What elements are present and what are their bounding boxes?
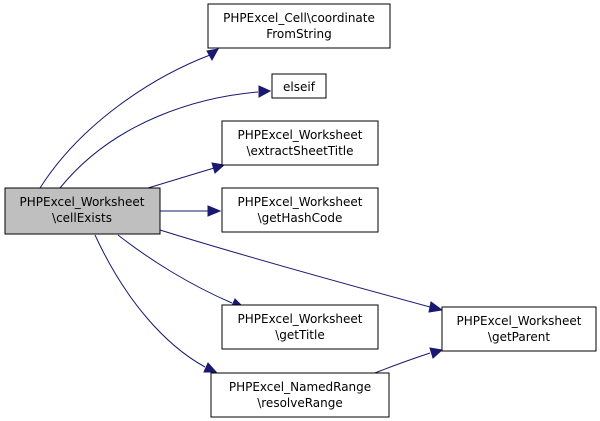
node-getparent[interactable]: PHPExcel_Worksheet \getParent	[441, 306, 597, 352]
node-coordinatefromstring-line1: PHPExcel_Cell\coordinate	[223, 11, 375, 25]
edge-cellexists-to-resolverange	[94, 234, 218, 373]
edge-cellexists-to-coordinatefromstring	[39, 48, 219, 189]
node-gethashcode-line2: \getHashCode	[258, 211, 343, 225]
node-gethashcode[interactable]: PHPExcel_Worksheet \getHashCode	[221, 187, 379, 233]
node-coordinatefromstring-line2: FromString	[266, 27, 332, 41]
node-gettitle-line2: \getTitle	[275, 328, 324, 342]
node-gettitle[interactable]: PHPExcel_Worksheet \getTitle	[221, 304, 379, 350]
node-resolverange-line1: PHPExcel_NamedRange	[229, 380, 371, 394]
edge-cellexists-to-gettitle	[117, 234, 246, 309]
edge-cellexists-to-gethashcode	[160, 205, 222, 217]
node-getparent-line1: PHPExcel_Worksheet	[457, 314, 582, 328]
node-cellexists-line2: \cellExists	[52, 211, 112, 225]
node-extractsheettitle[interactable]: PHPExcel_Worksheet \extractSheetTitle	[221, 120, 379, 166]
edge-resolverange-to-getparent	[369, 347, 444, 376]
node-cellexists[interactable]: PHPExcel_Worksheet \cellExists	[4, 187, 161, 235]
edge-cellexists-to-getparent	[159, 229, 444, 313]
node-extractsheettitle-line1: PHPExcel_Worksheet	[238, 128, 363, 142]
node-elseif[interactable]: elseif	[271, 73, 327, 99]
node-resolverange-line2: \resolveRange	[257, 396, 343, 410]
node-gettitle-line1: PHPExcel_Worksheet	[238, 312, 363, 326]
node-extractsheettitle-line2: \extractSheetTitle	[246, 144, 353, 158]
node-resolverange[interactable]: PHPExcel_NamedRange \resolveRange	[210, 372, 390, 418]
node-cellexists-line1: PHPExcel_Worksheet	[20, 195, 145, 209]
node-getparent-line2: \getParent	[488, 330, 550, 344]
node-elseif-line1: elseif	[283, 80, 316, 94]
node-coordinatefromstring[interactable]: PHPExcel_Cell\coordinate FromString	[207, 3, 391, 49]
edge-cellexists-to-elseif	[59, 85, 272, 189]
node-gethashcode-line1: PHPExcel_Worksheet	[238, 195, 363, 209]
edge-cellexists-to-extractsheettitle	[147, 162, 226, 189]
